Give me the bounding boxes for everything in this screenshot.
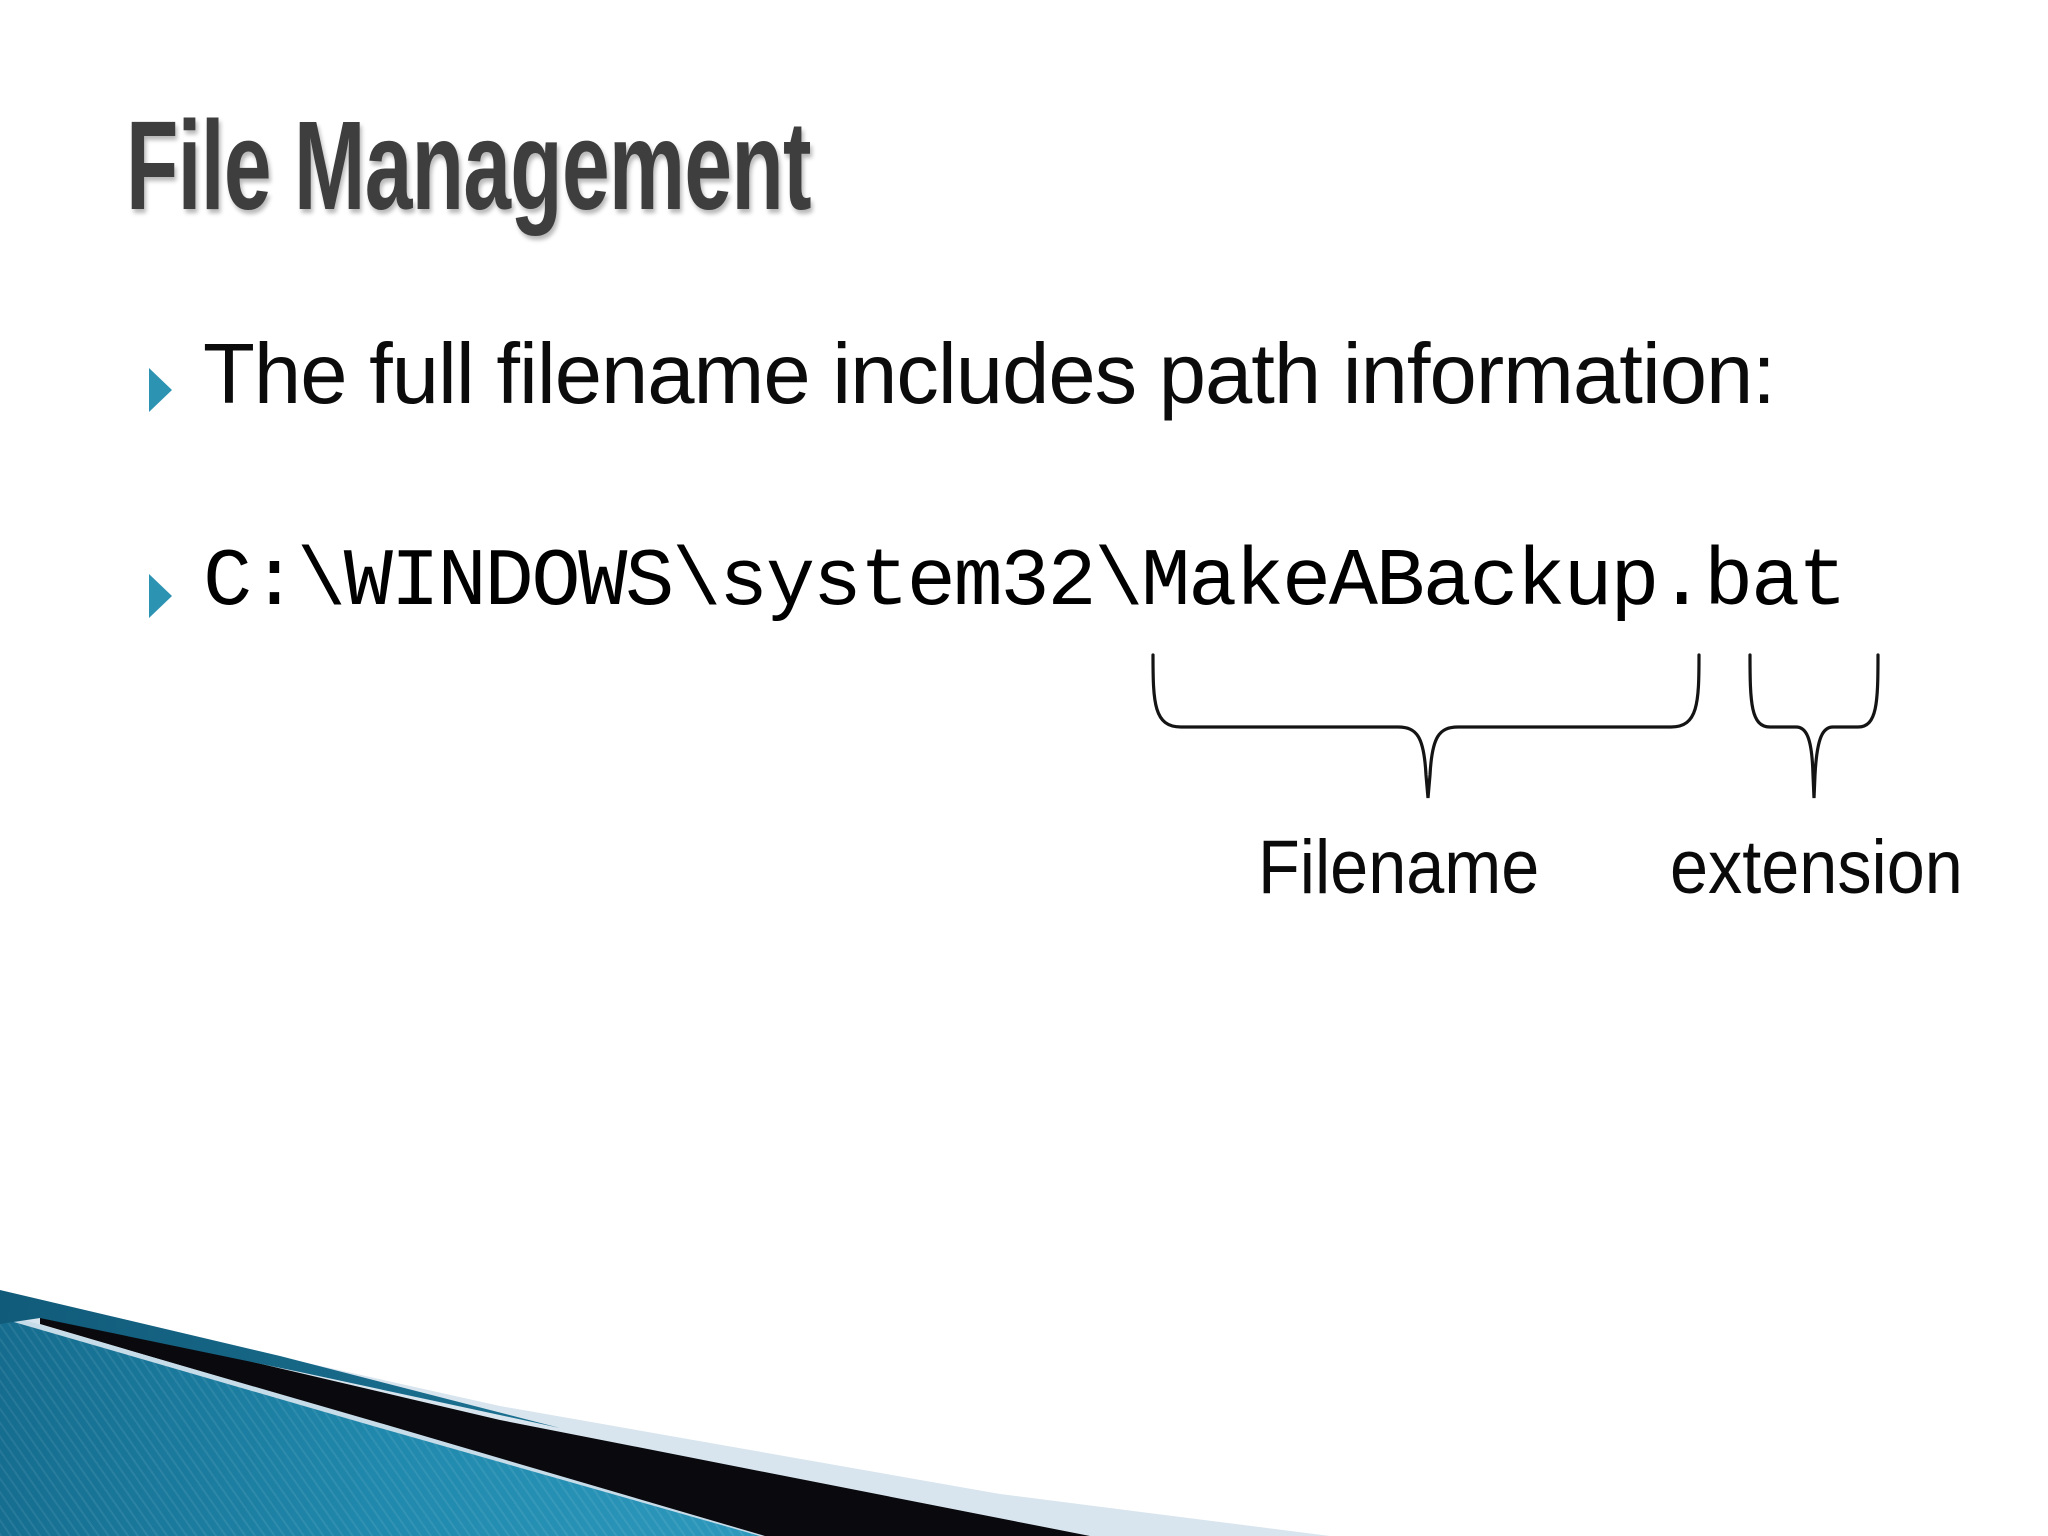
extension-label: extension (1670, 825, 1963, 910)
file-path-text: C:\WINDOWS\system32\MakeABackup.bat (203, 536, 1847, 629)
bullet-1-text: The full filename includes path informat… (203, 327, 1776, 422)
slide-title: File Management (126, 95, 812, 236)
bullet-triangle-icon (149, 368, 172, 412)
filename-brace (1151, 653, 1701, 799)
extension-brace (1748, 653, 1880, 799)
filename-label: Filename (1258, 825, 1540, 910)
bullet-triangle-icon (149, 574, 172, 618)
